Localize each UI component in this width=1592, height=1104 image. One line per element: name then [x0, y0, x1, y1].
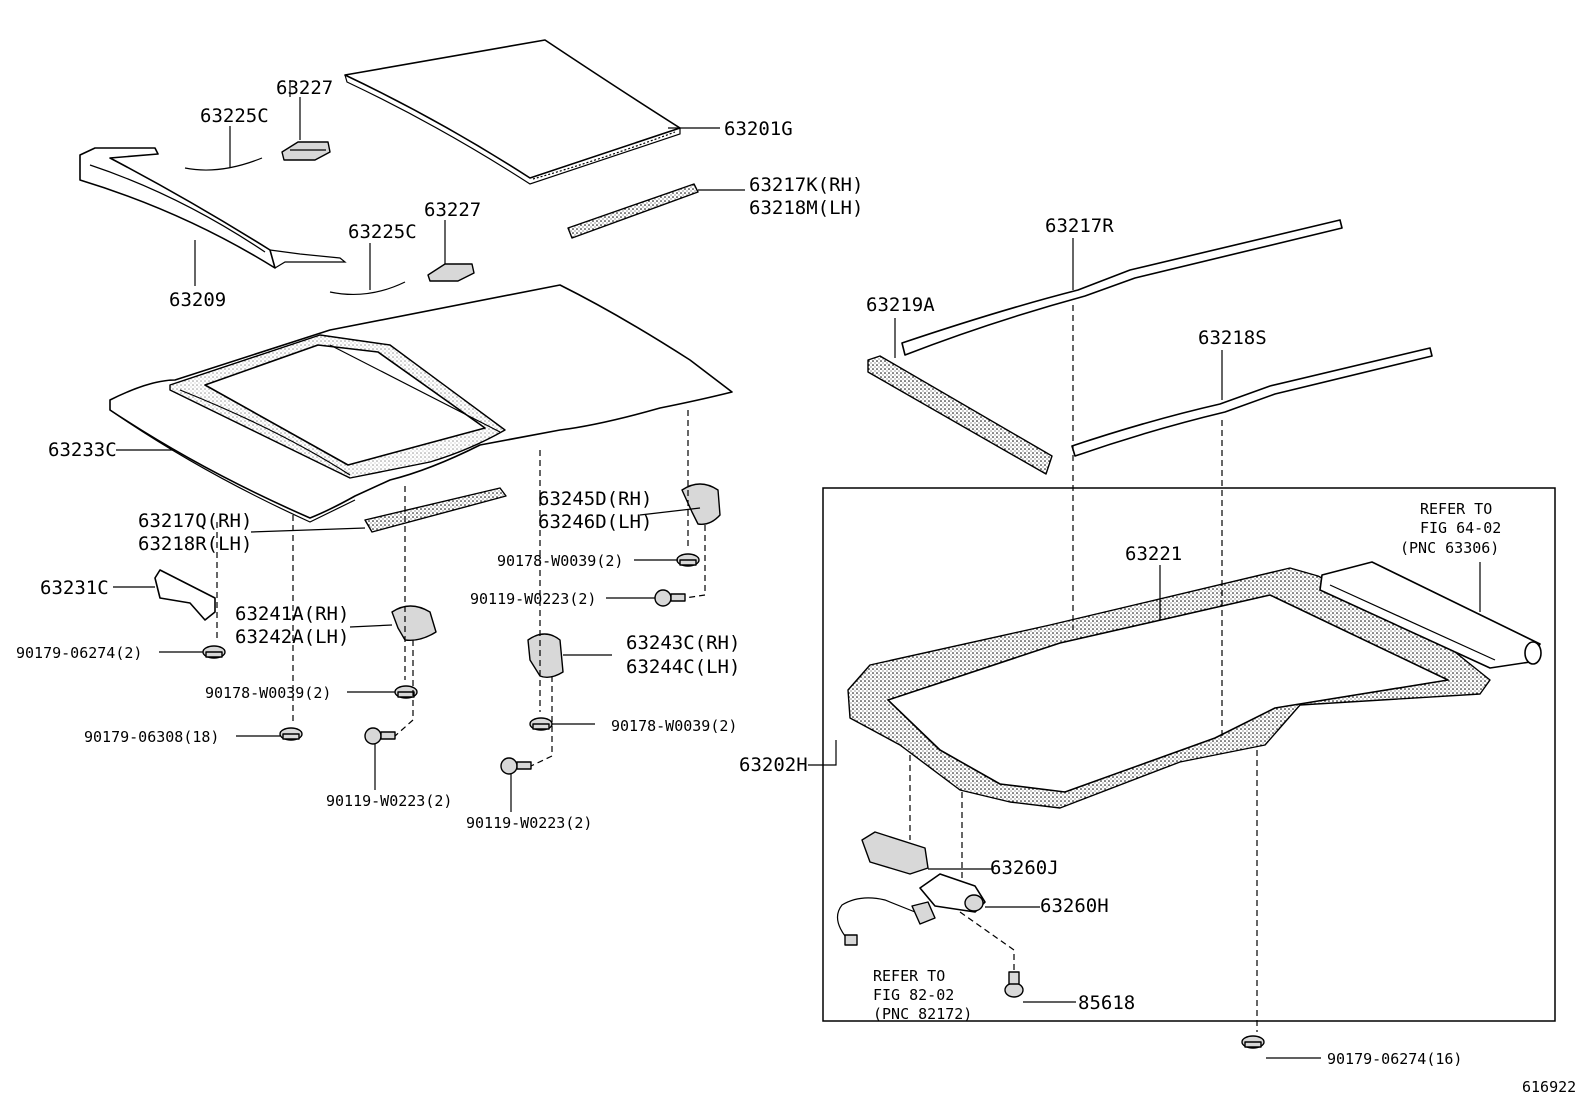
label-90179-06274-b: 90179-06274(16) — [1327, 1050, 1462, 1068]
ref-note-line-3: (PNC 63306) — [1400, 539, 1499, 557]
figure-id: 616922 — [1522, 1078, 1576, 1096]
label-63241a: 63241A(RH) — [235, 603, 349, 625]
label-90179-06308: 90179-06308(18) — [84, 728, 219, 746]
nut-90179-06274-a — [202, 645, 226, 659]
side-strip-63217q — [364, 487, 507, 533]
label-90119-w0223-c: 90119-W0223(2) — [466, 814, 592, 832]
nut-90178-w0039-b — [394, 685, 418, 699]
nut-90178-w0039-c — [529, 717, 553, 731]
ref-note-2-line-1: REFER TO — [873, 967, 945, 985]
bracket-63245d — [681, 483, 721, 525]
label-63221: 63221 — [1125, 543, 1182, 565]
label-63260j: 63260J — [990, 857, 1059, 879]
label-63217k: 63217K(RH) — [749, 174, 863, 196]
label-63231c: 63231C — [40, 577, 109, 599]
label-90178-w0039-b: 90178-W0039(2) — [205, 684, 331, 702]
bolt-90119-w0223-a — [654, 589, 686, 607]
ref-note-2-line-2: FIG 82-02 — [873, 986, 954, 1004]
deflector-63219a — [867, 355, 1053, 475]
label-63242a: 63242A(LH) — [235, 626, 349, 648]
side-strip-63217k — [567, 183, 699, 239]
seal-strip-63225c-lower — [329, 281, 406, 296]
front-rail-63209 — [79, 147, 347, 269]
label-63217r: 63217R — [1045, 215, 1114, 237]
bracket-63243c — [527, 633, 564, 679]
rail-63218s — [1071, 347, 1433, 457]
clip-63227-lower — [427, 263, 475, 282]
label-85618: 85618 — [1078, 992, 1135, 1014]
motor-63260j — [861, 831, 929, 875]
bolt-90119-w0223-c — [500, 757, 532, 775]
label-63201g: 63201G — [724, 118, 793, 140]
label-90178-w0039-a: 90178-W0039(2) — [497, 552, 623, 570]
label-90119-w0223-a: 90119-W0223(2) — [470, 590, 596, 608]
nut-90179-06274-b — [1241, 1035, 1265, 1049]
seal-strip-63225c-upper — [184, 157, 263, 171]
label-63243c: 63243C(RH) — [626, 632, 740, 654]
wire-harness — [836, 897, 936, 946]
label-90178-w0039-c: 90178-W0039(2) — [611, 717, 737, 735]
label-63209: 63209 — [169, 289, 226, 311]
sunshade-roller — [1319, 561, 1542, 669]
label-63227-upper: 63227 — [276, 77, 333, 99]
label-63225c-upper: 63225C — [200, 105, 269, 127]
label-90179-06274-a: 90179-06274(2) — [16, 644, 142, 662]
sunroof-assembly-box — [822, 487, 1556, 1022]
roof-headliner-63233c — [109, 284, 733, 523]
roof-panel-63201g — [344, 39, 681, 185]
label-63244c: 63244C(LH) — [626, 656, 740, 678]
rail-63217r — [901, 219, 1343, 356]
nut-90178-w0039-a — [676, 553, 700, 567]
drive-gear-63260h — [919, 873, 986, 913]
clip-63227-upper — [281, 141, 331, 161]
label-63245d: 63245D(RH) — [538, 488, 652, 510]
screw-85618 — [1004, 971, 1024, 998]
bolt-90119-w0223-b — [364, 727, 396, 745]
sunroof-frame-63221 — [847, 567, 1491, 809]
bracket-63231c — [154, 569, 216, 621]
ref-note-2-line-3: (PNC 82172) — [873, 1005, 972, 1023]
ref-note-line-2: FIG 64-02 — [1420, 519, 1501, 537]
label-63218r: 63218R(LH) — [138, 533, 252, 555]
ref-note-line-1: REFER TO — [1420, 500, 1492, 518]
label-90119-w0223-b: 90119-W0223(2) — [326, 792, 452, 810]
label-63246d: 63246D(LH) — [538, 511, 652, 533]
label-63219a: 63219A — [866, 294, 935, 316]
label-63202h: 63202H — [739, 754, 808, 776]
label-63227-lower: 63227 — [424, 199, 481, 221]
nut-90179-06308 — [279, 727, 303, 741]
bracket-63241a — [391, 605, 437, 642]
label-63260h: 63260H — [1040, 895, 1109, 917]
label-63218m: 63218M(LH) — [749, 197, 863, 219]
label-63218s: 63218S — [1198, 327, 1267, 349]
label-63217q: 63217Q(RH) — [138, 510, 252, 532]
label-63233c: 63233C — [48, 439, 117, 461]
label-63225c-lower: 63225C — [348, 221, 417, 243]
